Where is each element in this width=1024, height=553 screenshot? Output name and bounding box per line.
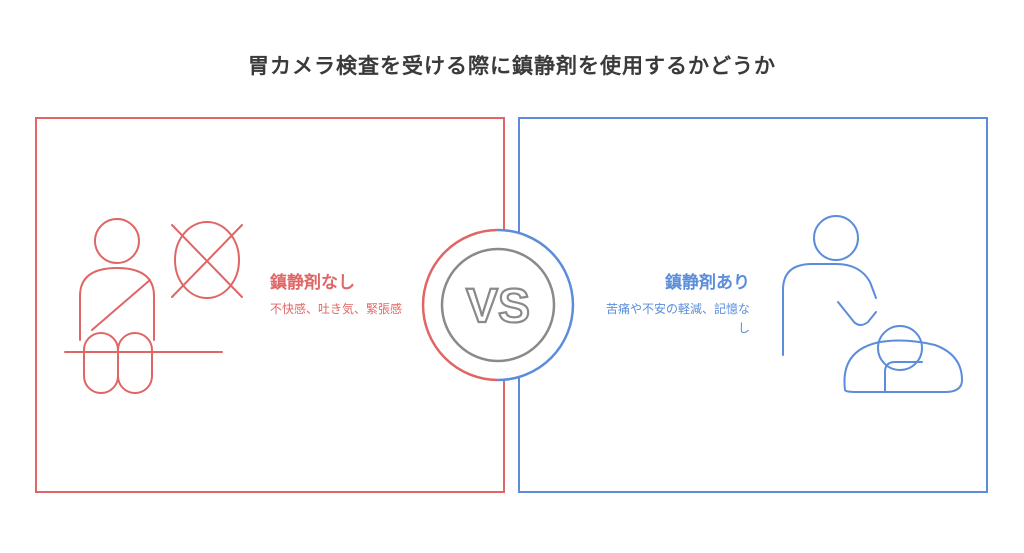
vs-arc-right <box>497 228 575 382</box>
seated-person-icon <box>64 218 223 394</box>
right-description: 苦痛や不安の軽減、記憶なし <box>605 302 750 335</box>
right-heading: 鎮静剤あり <box>665 273 750 293</box>
vs-arc-left <box>421 228 499 382</box>
left-description: 不快感、吐き気、緊張感 <box>270 302 403 316</box>
left-heading: 鎮静剤なし <box>270 273 355 293</box>
crossed-circle-icon <box>171 221 243 299</box>
vs-badge <box>440 247 556 363</box>
page-title: 胃カメラ検査を受ける際に鎮静剤を使用するかどうか <box>248 54 776 78</box>
standing-person-icon <box>782 215 877 356</box>
sleeping-person-icon <box>843 325 963 393</box>
vs-text: VS <box>466 280 530 333</box>
